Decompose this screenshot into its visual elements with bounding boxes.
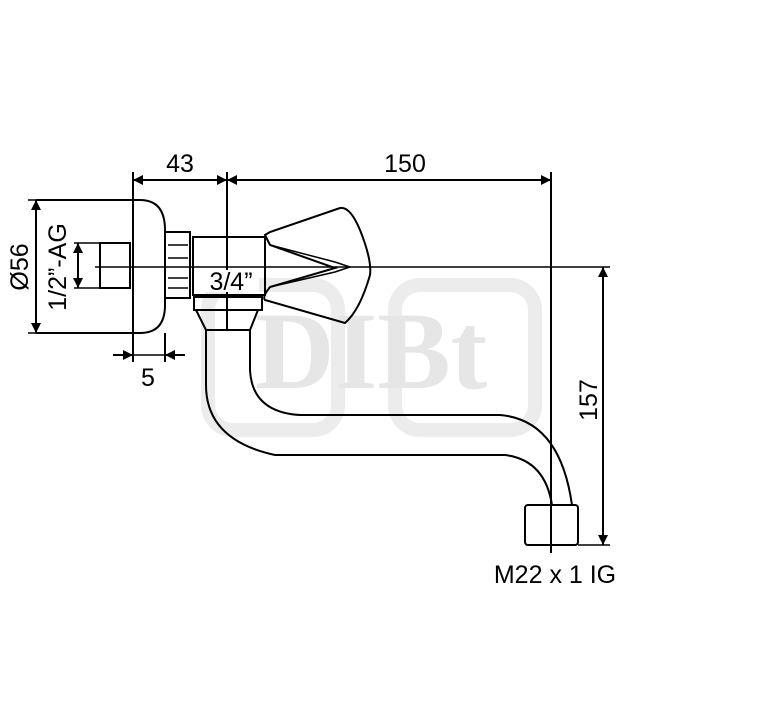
watermark-text: DIBt <box>255 290 488 412</box>
dim-label-inlet-thread: 1/2”-AG <box>44 223 72 311</box>
dim-label-5: 5 <box>141 364 155 392</box>
dim-label-valve-thread: 3/4” <box>209 268 252 296</box>
spout-pipe-inner <box>249 330 573 506</box>
dim-label-150: 150 <box>384 150 426 178</box>
inlet-nipple <box>99 242 131 289</box>
valve-body <box>192 236 266 296</box>
connector-nut <box>164 231 191 299</box>
dim-label-diameter: Ø56 <box>6 243 34 290</box>
valve-handle <box>263 206 372 325</box>
spout-nut <box>193 296 263 331</box>
spout-pipe-outer <box>205 330 553 506</box>
watermark-logo: DIBt <box>201 278 542 437</box>
dim-label-43: 43 <box>166 150 194 178</box>
dim-label-157: 157 <box>575 379 603 421</box>
outlet-thread-label: M22 x 1 IG <box>494 561 616 589</box>
